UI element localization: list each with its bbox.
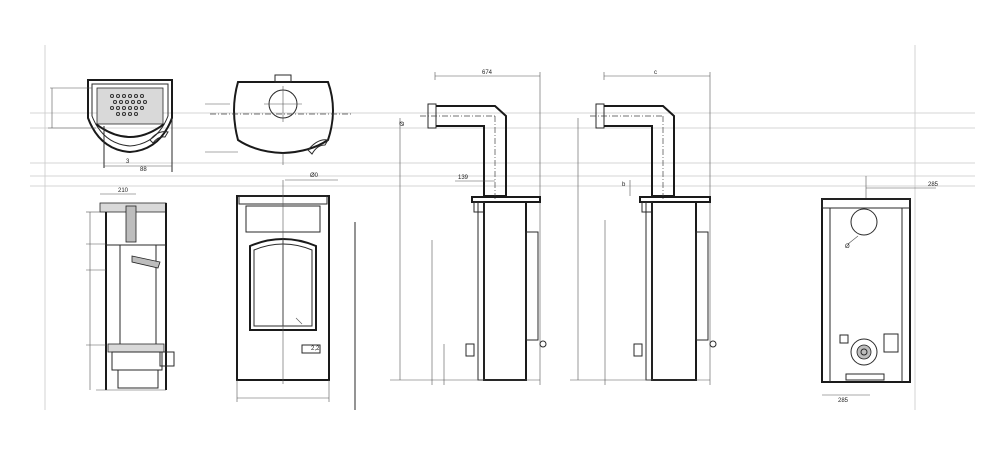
dim-front-side: 2,2 [311, 346, 320, 352]
dim-rear-top: 285 [928, 182, 939, 188]
dim-side-top-width: 210 [118, 188, 129, 194]
dim-flue-offset-a: 139 [458, 175, 469, 181]
dim-flue-vert-b: b [622, 182, 626, 188]
rear-elevation-view: 285 Ø 285 [821, 176, 939, 404]
dim-flue-vert-a: Ø [400, 121, 406, 126]
plan-section-view: 3 88 [48, 79, 173, 173]
dim-plan-a: 3 [126, 159, 130, 165]
dim-flue-length-a: 674 [482, 70, 493, 76]
dim-front-top: Ø0 [310, 173, 319, 179]
plan-top-view [205, 74, 352, 165]
front-elevation-view: Ø0 2,2 [236, 173, 356, 410]
dim-rear-circle: Ø [845, 244, 850, 250]
side-elevation-a: 674 139 Ø [390, 70, 547, 385]
dim-flue-length-b: c [654, 70, 657, 76]
vertical-section-view: 210 [86, 188, 175, 391]
dim-plan-b: 88 [140, 167, 147, 173]
dim-rear-bottom: 285 [838, 398, 849, 404]
grate-pattern [110, 94, 147, 117]
construction-lines [30, 45, 975, 410]
side-elevation-b: c b [570, 70, 717, 385]
